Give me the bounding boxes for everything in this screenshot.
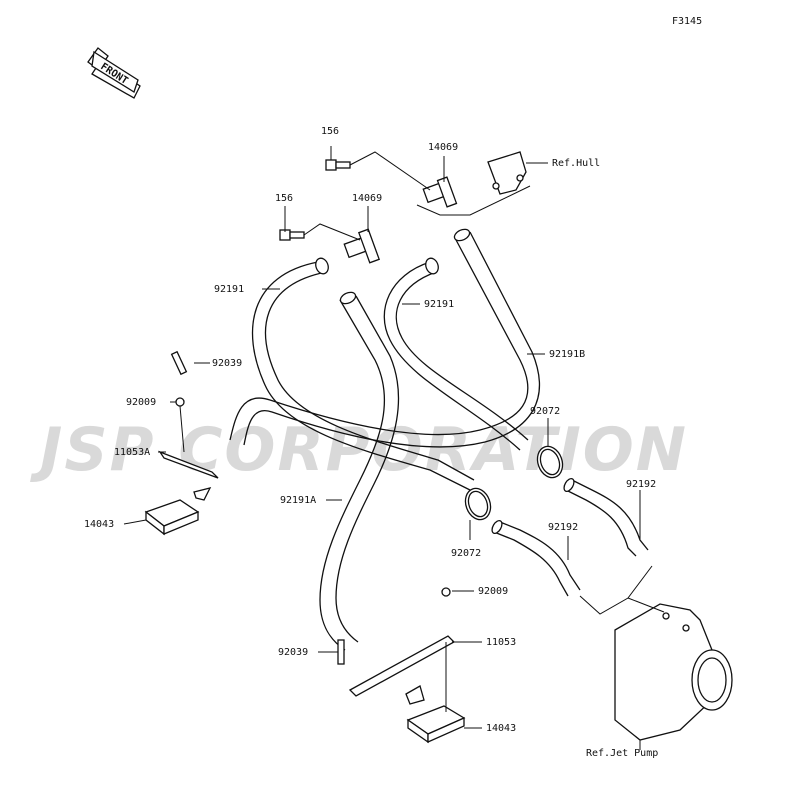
hose-92191-inner xyxy=(383,257,529,451)
clamp-92072-mid xyxy=(464,487,492,521)
label-14043-left: 14043 xyxy=(84,519,114,530)
hose-92191B xyxy=(229,228,541,448)
bolt-92039-top xyxy=(170,350,188,376)
label-92191-mid: 92191 xyxy=(424,299,454,310)
hose-92191A xyxy=(319,291,400,651)
label-92039-top: 92039 xyxy=(212,358,242,369)
clamp-92072-right xyxy=(536,445,564,479)
hull-bracket-icon xyxy=(487,151,527,195)
label-11053: 11053 xyxy=(486,637,516,648)
label-156-left: 156 xyxy=(275,193,293,204)
screw-92009-left xyxy=(175,397,185,407)
label-14069-left: 14069 xyxy=(352,193,382,204)
label-92009-bottom: 92009 xyxy=(478,586,508,597)
bracket-11053A xyxy=(158,450,219,501)
bolt-156-top xyxy=(325,159,351,171)
figure-code: F3145 xyxy=(672,16,702,27)
label-ref-hull: Ref.Hull xyxy=(552,158,600,169)
label-14069-top: 14069 xyxy=(428,142,458,153)
watermark-text: JSP CORPORATION xyxy=(30,415,688,485)
label-92072-right: 92072 xyxy=(530,406,560,417)
label-92039-bottom: 92039 xyxy=(278,647,308,658)
plate-14043-left xyxy=(144,499,200,536)
leader-lines xyxy=(123,146,665,750)
label-92009-left: 92009 xyxy=(126,397,156,408)
front-arrow-icon: FRONT xyxy=(87,47,141,99)
label-92191B: 92191B xyxy=(549,349,585,360)
hose-92192-right xyxy=(563,477,649,557)
plate-14043-bottom xyxy=(406,705,466,744)
fitting-14069-left xyxy=(343,228,381,264)
label-92191A: 92191A xyxy=(280,495,316,506)
label-14043-bottom: 14043 xyxy=(486,723,516,734)
label-92072-mid: 92072 xyxy=(451,548,481,559)
label-ref-jet-pump: Ref.Jet Pump xyxy=(586,748,658,759)
bolt-92039-bottom xyxy=(337,639,345,665)
bolt-156-left xyxy=(279,229,305,241)
label-92192-mid: 92192 xyxy=(548,522,578,533)
bracket-11053 xyxy=(348,635,456,705)
fitting-14069-top xyxy=(422,176,458,208)
label-11053A: 11053A xyxy=(114,447,150,458)
screw-92009-bottom xyxy=(441,587,451,597)
jet-pump-icon xyxy=(614,603,733,741)
label-156-top: 156 xyxy=(321,126,339,137)
label-92191-left: 92191 xyxy=(214,284,244,295)
label-92192-right: 92192 xyxy=(626,479,656,490)
hose-92192-mid xyxy=(491,519,581,597)
